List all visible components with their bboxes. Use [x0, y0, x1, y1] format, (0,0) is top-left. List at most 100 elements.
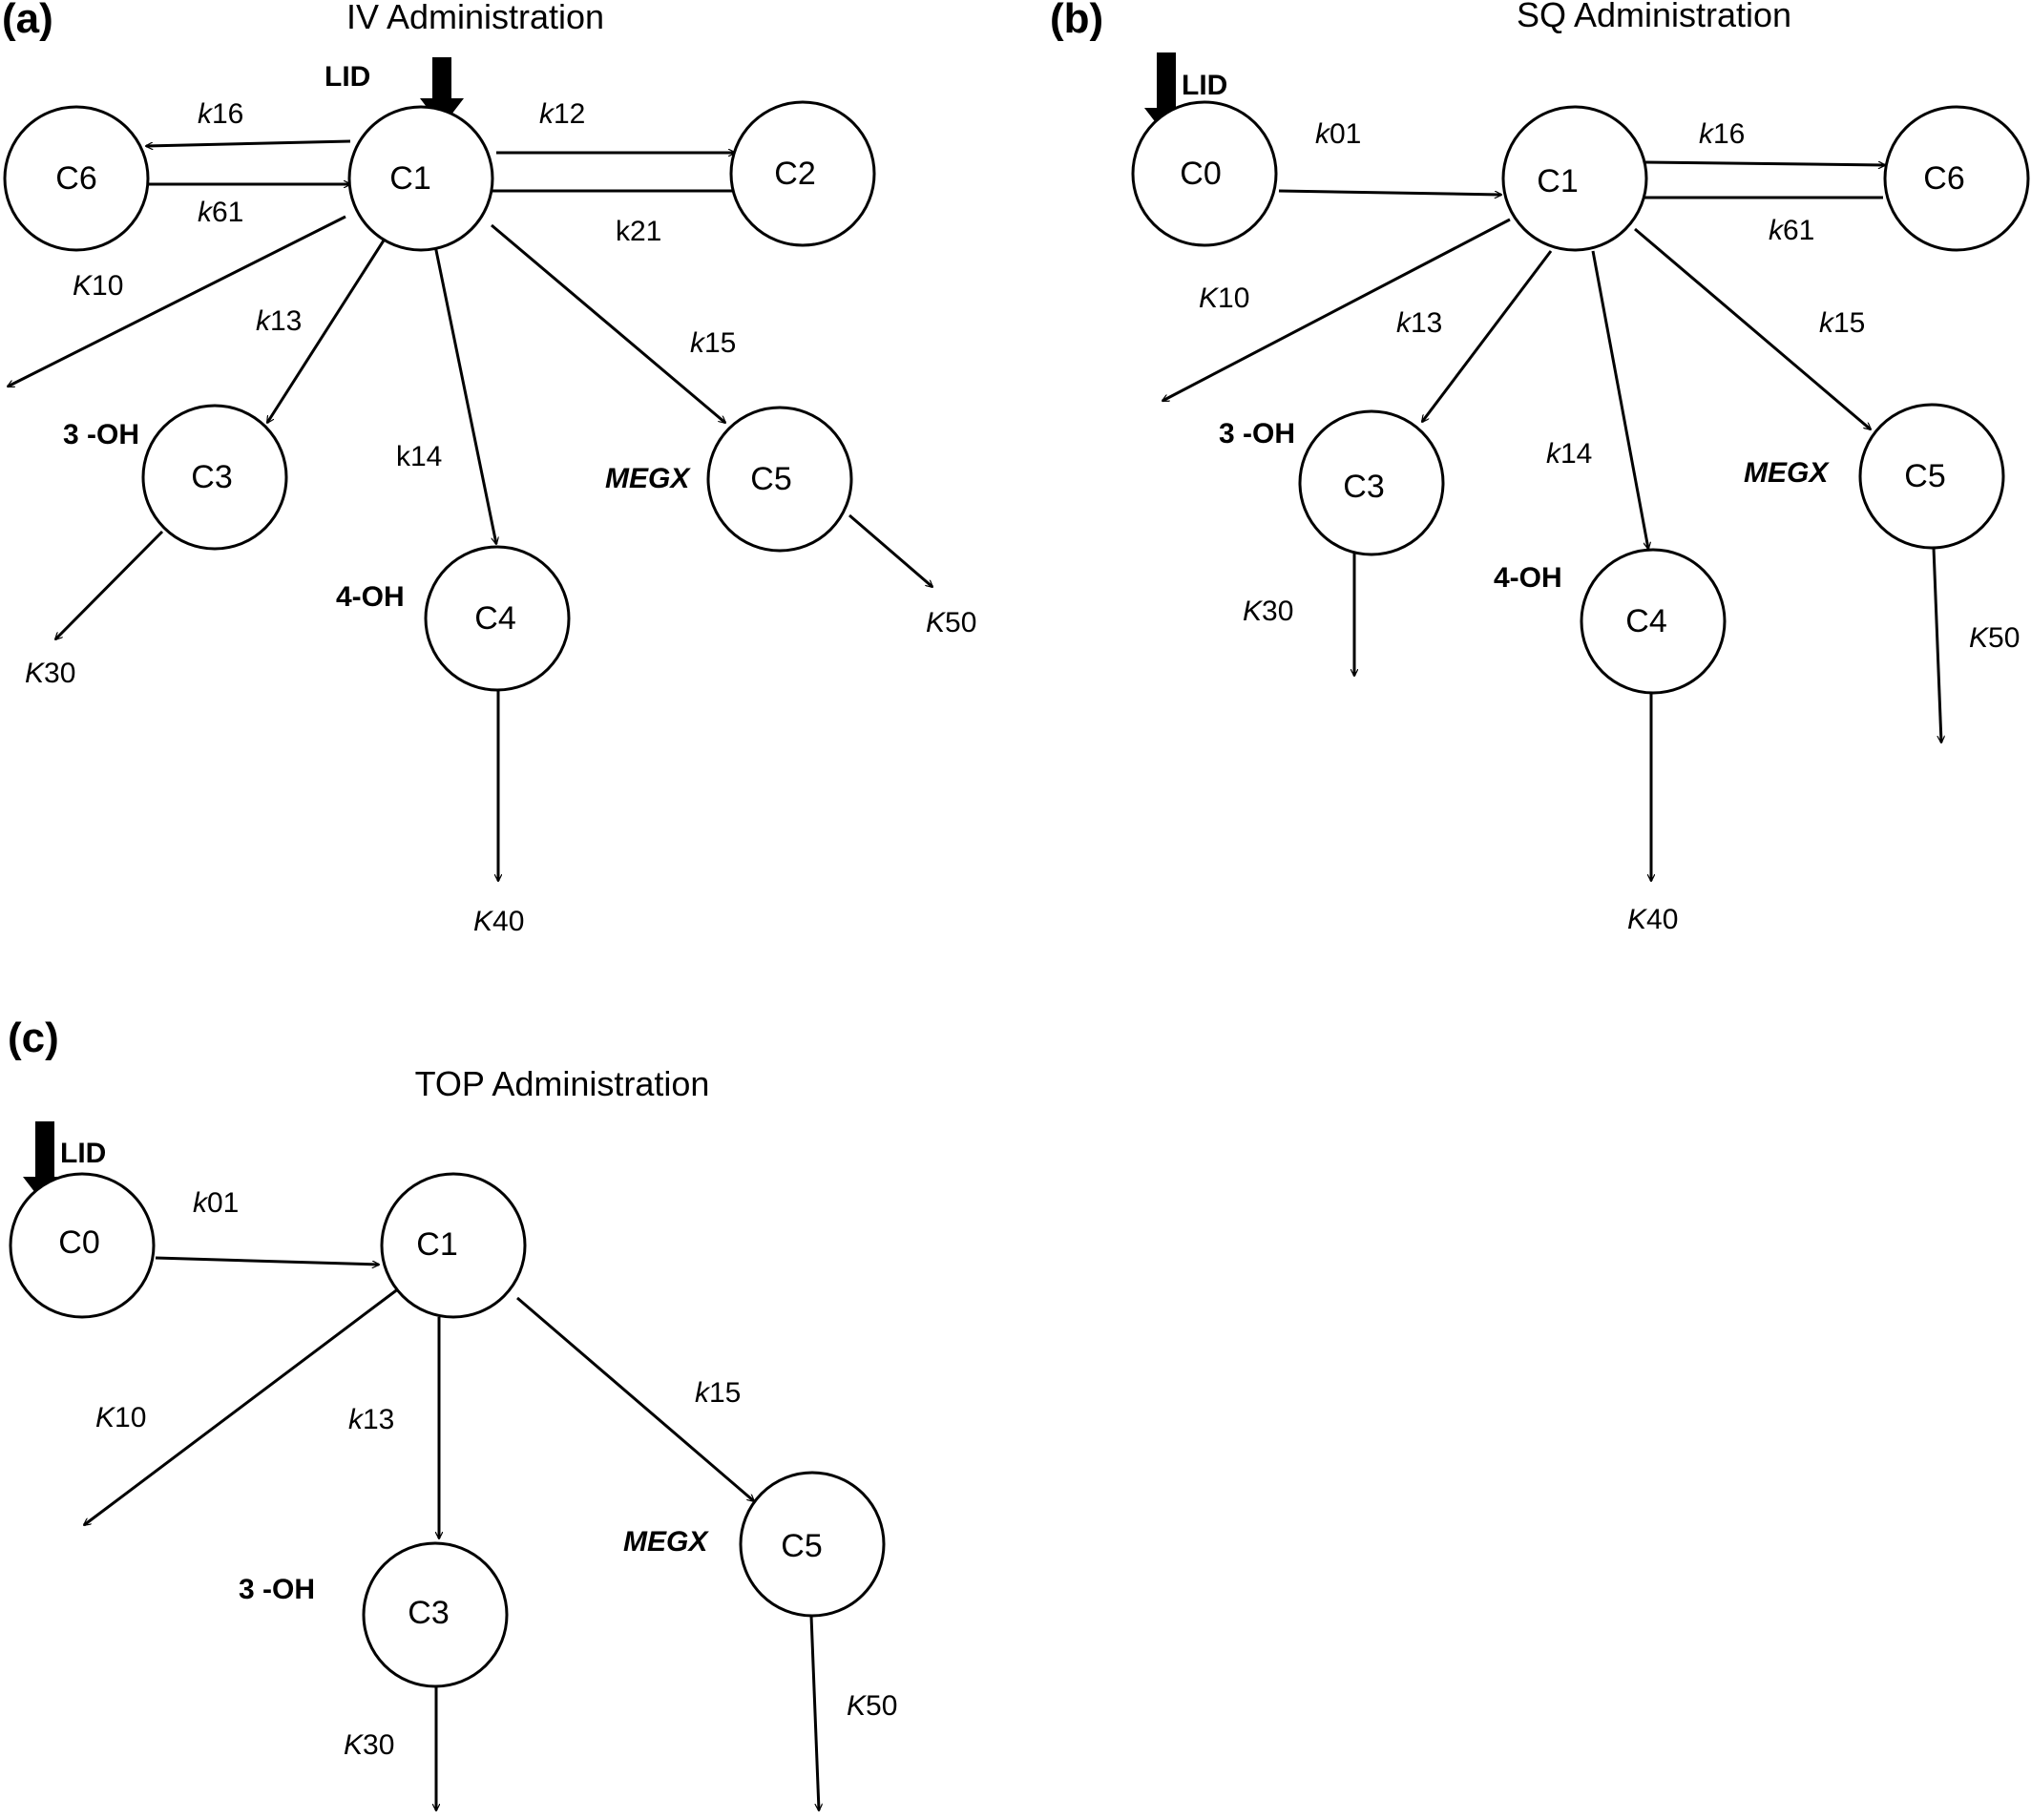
edge-c1-c5 [516, 1296, 754, 1501]
rate-label-part: K [95, 1402, 116, 1433]
node-label: C3 [1343, 469, 1384, 505]
node-label: C6 [55, 160, 96, 197]
rate-label-part: 61 [1783, 215, 1814, 246]
rate-label-part: 40 [492, 906, 524, 937]
rate-label-part: 01 [207, 1187, 239, 1219]
rate-label-part: 13 [1411, 307, 1442, 339]
rate-label-part: k [695, 1377, 711, 1409]
node-c4: C4 [424, 545, 571, 692]
edge-c1-c5 [491, 223, 725, 423]
rate-label-k14: k14 [396, 441, 442, 472]
node-c6: C6 [1883, 105, 2030, 252]
edge-c1-c3 [265, 219, 399, 423]
rate-label-part: K [473, 906, 494, 937]
rate-label-k12: k12 [539, 98, 585, 130]
rate-label-part: 10 [92, 270, 123, 302]
rate-label-part: K [847, 1690, 868, 1722]
rate-label-part: k [348, 1404, 365, 1435]
rate-label-K10: K10 [73, 270, 123, 302]
node-c0: C0 [1131, 100, 1278, 247]
rate-label-part: K [1627, 904, 1648, 935]
edge-c0-c1 [1278, 189, 1501, 195]
node-c5: C5 [706, 406, 853, 553]
rate-label-part: K [73, 270, 94, 302]
node-c4: C4 [1580, 548, 1727, 695]
panel-a: (a) IV Administration LID C6 C1 C2 [2, 0, 976, 937]
rate-label-part: 16 [212, 98, 243, 130]
metabolite-label-4oh: 4-OH [336, 581, 405, 613]
node-label: C3 [408, 1595, 449, 1631]
metabolite-label-megx: MEGX [605, 463, 691, 494]
rate-label-part: k [1396, 307, 1413, 339]
node-c3: C3 [362, 1541, 509, 1688]
node-label: C6 [1923, 160, 1964, 197]
panel-c: (c) TOP Administration LID C0 C1 C3 C5 [8, 1015, 897, 1810]
rate-label-K10: K10 [1199, 282, 1249, 314]
node-label: C1 [389, 160, 430, 197]
rate-label-k01: k01 [193, 1187, 239, 1219]
node-c2: C2 [729, 100, 876, 247]
rate-label-part: K [25, 658, 46, 689]
rate-label-part: K [1243, 596, 1264, 627]
rate-label-K50: K50 [847, 1690, 897, 1722]
rate-label-K50: K50 [1969, 622, 2020, 654]
rate-label-part: k14 [396, 441, 442, 472]
rate-label-k16: k16 [198, 98, 243, 130]
rate-label-part: 50 [945, 607, 976, 638]
node-label: C0 [58, 1224, 99, 1261]
rate-label-K50: K50 [926, 607, 976, 638]
rate-label-part: k21 [616, 216, 661, 247]
node-label: C0 [1180, 156, 1221, 192]
panel-c-dose-label: LID [60, 1138, 106, 1169]
rate-label-k13: k13 [348, 1404, 394, 1435]
metabolite-label-3oh: 3 -OH [1219, 418, 1295, 450]
rate-label-part: k [198, 197, 214, 228]
metabolite-label-3oh: 3 -OH [239, 1574, 315, 1605]
node-c5: C5 [739, 1471, 886, 1618]
node-label: C1 [416, 1226, 457, 1263]
rate-label-k15: k15 [690, 327, 736, 359]
panel-b-letter: (b) [1050, 0, 1103, 42]
node-c3: C3 [141, 404, 288, 551]
rate-label-part: 13 [363, 1404, 394, 1435]
metabolite-label-4oh: 4-OH [1494, 562, 1562, 594]
rate-label-part: k [1819, 307, 1835, 339]
rate-label-K30: K30 [25, 658, 75, 689]
node-label: C1 [1537, 163, 1578, 199]
rate-label-K10: K10 [95, 1402, 146, 1433]
rate-label-part: 15 [704, 327, 736, 359]
edge-c1-c4 [1591, 250, 1648, 549]
edge-c3-elim [55, 530, 164, 639]
node-c6: C6 [3, 105, 150, 252]
rate-label-part: 61 [212, 197, 243, 228]
rate-label-k16: k16 [1699, 118, 1745, 150]
edge-c1-c6 [146, 139, 351, 146]
metabolite-label-3oh: 3 -OH [63, 419, 139, 450]
rate-label-part: 01 [1330, 118, 1361, 150]
panel-a-dose-label: LID [325, 61, 370, 93]
node-c0: C0 [9, 1172, 156, 1319]
rate-label-part: 10 [115, 1402, 146, 1433]
node-c3: C3 [1298, 409, 1445, 556]
edge-c1-c4 [429, 221, 496, 544]
edge-c1-elim [8, 215, 346, 388]
node-c1: C1 [380, 1172, 527, 1319]
panel-c-title: TOP Administration [415, 1064, 710, 1103]
rate-label-k15: k15 [1819, 307, 1865, 339]
rate-label-part: 50 [866, 1690, 897, 1722]
panel-b-dose-label: LID [1182, 70, 1227, 101]
rate-label-part: 50 [1988, 622, 2020, 654]
node-c1: C1 [347, 105, 494, 252]
node-c1: C1 [1501, 105, 1648, 252]
edge-c1-elim [84, 1287, 400, 1525]
rate-label-part: k [256, 305, 272, 337]
rate-label-part: 15 [1833, 307, 1865, 339]
edge-c1-elim [1162, 218, 1511, 403]
rate-label-k61: k61 [1769, 215, 1814, 246]
rate-label-k13: k13 [256, 305, 302, 337]
node-label: C4 [1625, 603, 1666, 639]
node-label: C4 [474, 600, 515, 637]
rate-label-part: K [1199, 282, 1220, 314]
rate-label-part: 40 [1646, 904, 1678, 935]
